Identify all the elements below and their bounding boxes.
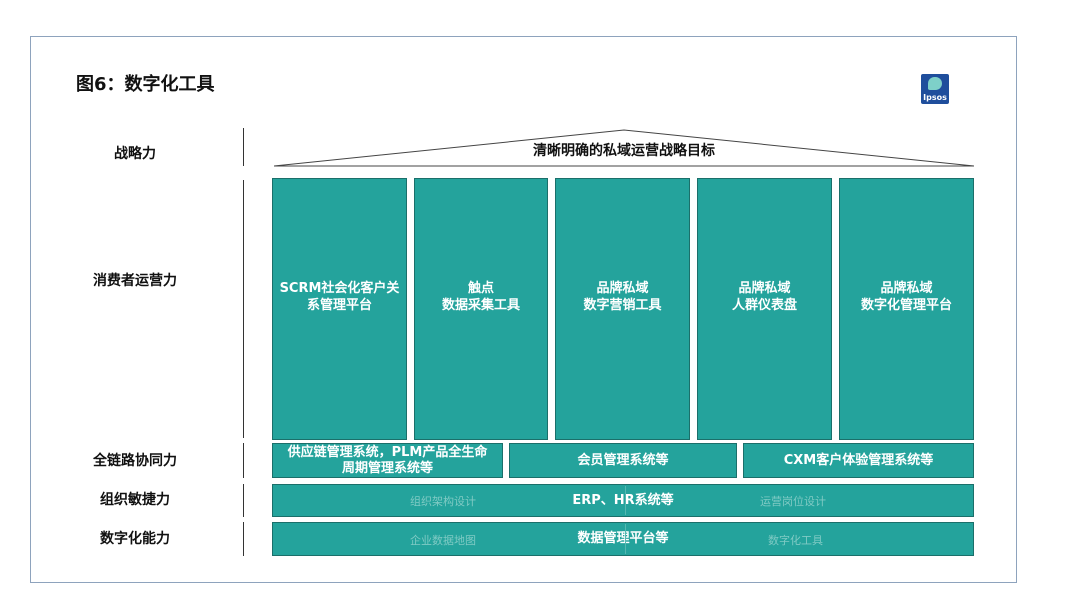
pillar-marketing: 品牌私域 数字营销工具	[555, 178, 690, 440]
pillar-touchpoint: 触点 数据采集工具	[414, 178, 548, 440]
ipsos-logo: Ipsos	[921, 74, 949, 104]
logo-swoosh-icon	[928, 77, 942, 90]
pillar-label: 品牌私域 人群仪表盘	[731, 281, 797, 313]
digital-divider	[625, 524, 626, 554]
bar-label: ERP、HR系统等	[572, 492, 674, 508]
pillar-label: 品牌私域 数字化管理平台	[860, 281, 952, 313]
org-left-note: 组织架构设计	[410, 495, 476, 508]
pillar-dashboard: 品牌私域 人群仪表盘	[697, 178, 832, 440]
bar-erp-hr: ERP、HR系统等	[272, 484, 974, 517]
pillar-label: 品牌私域 数字营销工具	[583, 281, 662, 313]
row-label-org: 组织敏捷力	[100, 492, 170, 508]
bar-data-platform: 数据管理平台等	[272, 522, 974, 556]
digital-right-note: 数字化工具	[768, 534, 823, 547]
roof-title: 清晰明确的私域运营战略目标	[533, 143, 715, 159]
bar-membership: 会员管理系统等	[509, 443, 737, 478]
bar-supply-chain: 供应链管理系统，PLM产品全生命 周期管理系统等	[272, 443, 503, 478]
row-label-chain: 全链路协同力	[93, 453, 177, 469]
separator-consumer	[243, 180, 244, 438]
pillar-label: SCRM社会化客户关 系管理平台	[279, 281, 400, 313]
bar-label: 会员管理系统等	[577, 452, 669, 468]
bar-label: 供应链管理系统，PLM产品全生命 周期管理系统等	[287, 444, 488, 476]
bar-cxm: CXM客户体验管理系统等	[743, 443, 974, 478]
row-label-digital: 数字化能力	[100, 531, 170, 547]
bar-label: 数据管理平台等	[577, 531, 669, 546]
row-label-strategy: 战略力	[114, 146, 156, 162]
org-right-note: 运营岗位设计	[760, 495, 826, 508]
pillar-management: 品牌私域 数字化管理平台	[839, 178, 974, 440]
row-label-consumer: 消费者运营力	[93, 273, 177, 289]
logo-text: Ipsos	[923, 93, 947, 102]
separator-org	[243, 484, 244, 517]
org-divider	[625, 486, 626, 515]
separator-chain	[243, 443, 244, 478]
bar-label: CXM客户体验管理系统等	[783, 452, 934, 468]
pillar-scrm: SCRM社会化客户关 系管理平台	[272, 178, 407, 440]
pillar-label: 触点 数据采集工具	[441, 281, 520, 313]
digital-left-note: 企业数据地图	[410, 534, 476, 547]
page-title: 图6：数字化工具	[76, 74, 215, 95]
roof-triangle	[274, 129, 974, 167]
separator-strategy	[243, 128, 244, 166]
separator-digital	[243, 522, 244, 556]
